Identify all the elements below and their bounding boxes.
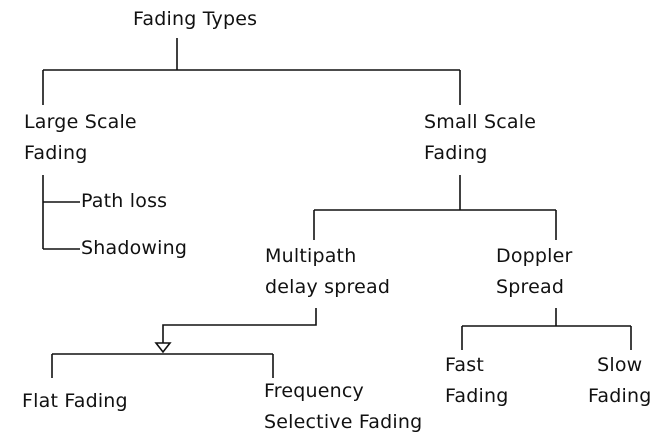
multipath-label-line1: Multipath [265, 245, 357, 267]
path-loss-node: Path loss [81, 186, 167, 217]
frequency-selective-label-line1: Frequency [264, 380, 364, 402]
slow-fading-label-line1: Slow [597, 354, 643, 376]
small-scale-label-line2: Fading [424, 142, 488, 164]
multipath-stem [162, 308, 317, 343]
root-node: Fading Types [133, 4, 257, 35]
doppler-label-line2: Spread [496, 276, 565, 298]
path-loss-label: Path loss [81, 190, 168, 212]
slow-fading-node: Slow Fading [588, 350, 651, 412]
flat-fading-node: Flat Fading [22, 386, 128, 417]
shadowing-label: Shadowing [81, 237, 188, 259]
frequency-selective-node: Frequency Selective Fading [264, 376, 422, 438]
small-scale-node: Small Scale Fading [424, 107, 536, 169]
large-scale-label-line2: Fading [24, 142, 88, 164]
doppler-label-line1: Doppler [496, 245, 573, 267]
frequency-selective-label-line2: Selective Fading [264, 411, 423, 433]
small-scale-label-line1: Small Scale [424, 111, 537, 133]
doppler-node: Doppler Spread [496, 241, 573, 303]
fast-fading-node: Fast Fading [445, 350, 508, 412]
root-label: Fading Types [133, 8, 258, 30]
large-scale-node: Large Scale Fading [24, 107, 137, 169]
multipath-node: Multipath delay spread [265, 241, 390, 303]
merge-arrow [154, 342, 172, 354]
multipath-label-line2: delay spread [265, 276, 391, 298]
shadowing-node: Shadowing [81, 233, 187, 264]
fast-fading-label-line2: Fading [445, 385, 509, 407]
fast-fading-label-line1: Fast [445, 354, 484, 376]
flat-fading-label: Flat Fading [22, 390, 128, 412]
slow-fading-label-line2: Fading [588, 385, 652, 407]
large-scale-label-line1: Large Scale [24, 111, 137, 133]
